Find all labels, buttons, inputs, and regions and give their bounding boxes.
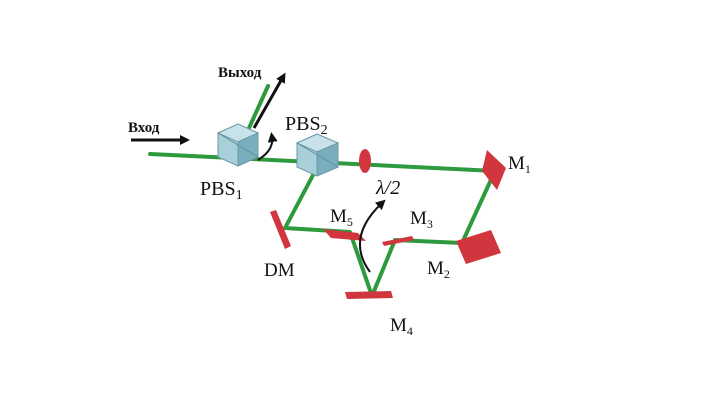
pbs1-cube — [216, 123, 260, 167]
mirror-m4 — [345, 291, 393, 299]
mirror-m2 — [456, 230, 501, 264]
output-arrow — [252, 72, 286, 129]
pbs1-label: PBS1 — [200, 178, 243, 203]
m3-label: M3 — [410, 208, 433, 231]
waveplate-label: λ/2 — [375, 177, 400, 199]
output-label: Выход — [218, 65, 262, 81]
m1-label: M1 — [508, 153, 531, 176]
input-label: Вход — [128, 120, 160, 136]
m5-label: M5 — [330, 206, 353, 229]
mirror-m3 — [382, 236, 414, 246]
pbs1-rotation-arrow — [257, 132, 278, 161]
half-wave-plate — [359, 149, 371, 173]
mirror-dm — [270, 210, 291, 249]
m5-rotation-arrow — [358, 199, 386, 273]
dm-label: DM — [264, 260, 295, 281]
mirror-m5 — [323, 229, 366, 241]
m4-label: M4 — [390, 315, 413, 338]
pbs2-cube — [295, 133, 340, 177]
arrows — [131, 72, 386, 273]
m2-label: M2 — [427, 258, 450, 281]
labels: Вход Выход PBS1 PBS2 λ/2 M1 M2 M3 M4 M5 … — [128, 65, 531, 338]
pbs2-label: PBS2 — [285, 113, 328, 138]
mirror-m1 — [482, 150, 506, 190]
